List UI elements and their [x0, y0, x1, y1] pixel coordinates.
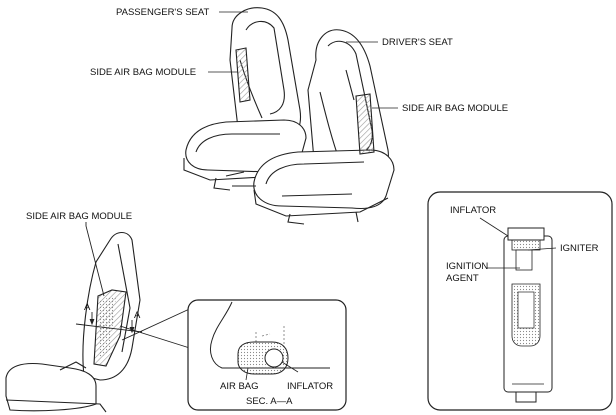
air-bag-label: AIR BAG — [220, 381, 259, 392]
section-mark-a-left: A — [84, 302, 91, 313]
ignition-agent-label-line2: AGENT — [446, 273, 479, 284]
section-title: SEC. A—A — [246, 396, 293, 407]
leader-lines-top — [208, 11, 398, 109]
inflator-section-label: INFLATOR — [287, 381, 333, 392]
side-air-bag-module-label-left: SIDE AIR BAG MODULE — [90, 67, 196, 78]
section-detail-box — [187, 299, 347, 411]
inflator-detail-box — [427, 191, 613, 411]
passenger-seat-label: PASSENGER'S SEAT — [116, 7, 210, 18]
driver-seat-label: DRIVER'S SEAT — [382, 37, 453, 48]
section-line-a — [75, 222, 197, 351]
inflator-detail-label: INFLATOR — [450, 205, 496, 216]
side-air-bag-module-label-right: SIDE AIR BAG MODULE — [402, 103, 508, 114]
driver-seat — [225, 29, 395, 225]
section-mark-a-right: A — [134, 310, 141, 321]
side-view-seat — [5, 231, 141, 413]
side-air-bag-module-label-detail: SIDE AIR BAG MODULE — [26, 211, 132, 222]
igniter-label: IGNITER — [560, 243, 599, 254]
ignition-agent-label-line1: IGNITION — [446, 261, 488, 272]
